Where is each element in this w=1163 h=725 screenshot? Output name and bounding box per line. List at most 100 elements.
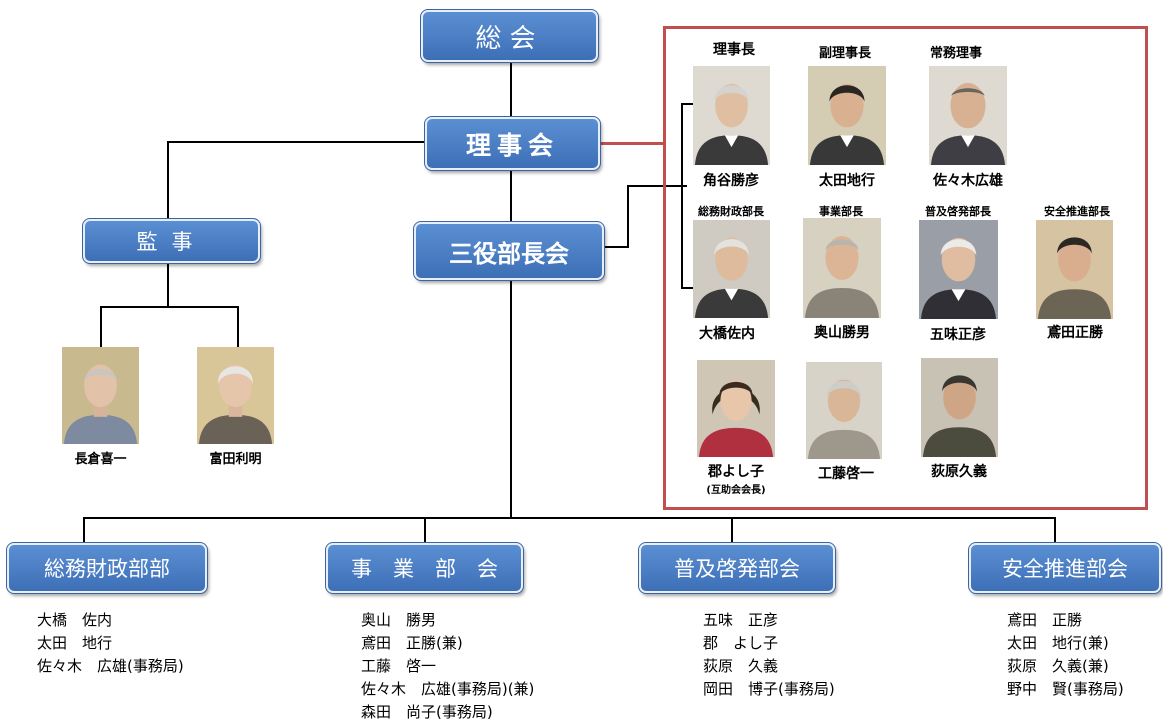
executive-name-3: 佐々木広雄: [933, 173, 1003, 189]
list-item: 森田 尚子(事務局): [361, 703, 493, 721]
general-assembly-label: 総会: [475, 23, 544, 54]
head-photo-3: [919, 220, 998, 319]
executive-role-1: 理事長: [713, 42, 755, 58]
list-item: 野中 賢(事務局): [1007, 680, 1124, 698]
connector-line: [510, 170, 512, 222]
auditor-label: 監事: [136, 230, 207, 254]
head-role-2: 事業部長: [819, 205, 863, 218]
list-item: 太田 地行(兼): [1007, 634, 1109, 652]
division-box-4[interactable]: 安全推進部会: [968, 542, 1162, 594]
division-box-1[interactable]: 総務財政部部: [6, 542, 208, 594]
member-photo-1: [697, 360, 775, 457]
person-icon: [693, 220, 770, 318]
person-icon: [1036, 220, 1113, 319]
board-members-frame: [663, 26, 1148, 510]
list-item: 大橋 佐内: [37, 611, 113, 629]
connector-line: [167, 263, 169, 308]
list-item: 岡田 博子(事務局): [703, 680, 835, 698]
person-icon: [919, 220, 998, 319]
list-item: 荻原 久義(兼): [1007, 657, 1109, 675]
list-item: 佐々木 広雄(事務局)(兼): [361, 680, 535, 698]
head-name-2: 奥山勝男: [814, 325, 870, 341]
list-item: 郡 よし子: [703, 634, 779, 652]
person-icon: [693, 66, 770, 165]
connector-line: [424, 517, 426, 543]
connector-line: [731, 517, 733, 543]
person-icon: [921, 358, 998, 457]
connector-line: [83, 517, 1056, 519]
auditor-photo-2: [197, 347, 274, 444]
board-highlight-link: [600, 142, 666, 145]
head-role-3: 普及啓発部長: [925, 205, 991, 218]
auditor-name-2: 富田利明: [209, 452, 262, 467]
connector-line: [167, 141, 426, 143]
member-name-2: 工藤啓一: [818, 466, 874, 482]
person-icon: [62, 347, 139, 444]
person-icon: [803, 218, 881, 318]
division-box-3[interactable]: 普及啓発部会: [638, 542, 836, 594]
connector-line: [1054, 517, 1056, 543]
connector-line: [627, 185, 629, 248]
person-icon: [806, 362, 882, 459]
member-photo-3: [921, 358, 998, 457]
person-icon: [197, 347, 274, 444]
member-photo-2: [806, 362, 882, 459]
division-members-4: 鳶田 正勝 太田 地行(兼) 荻原 久義(兼) 野中 賢(事務局): [1007, 609, 1124, 701]
executive-role-3: 常務理事: [929, 46, 982, 61]
connector-line: [510, 62, 512, 117]
three-heads-label: 三役部長会: [449, 239, 569, 268]
division-label-4: 安全推進部会: [1002, 557, 1128, 581]
connector-line: [100, 306, 239, 308]
connector-line: [100, 306, 102, 348]
executive-name-2: 太田地行: [819, 173, 875, 189]
division-members-2: 奥山 勝男 鳶田 正勝(兼) 工藤 啓一 佐々木 広雄(事務局)(兼) 森田 尚…: [361, 609, 534, 724]
connector-line: [681, 103, 693, 105]
three-heads-box[interactable]: 三役部長会: [413, 221, 605, 281]
head-name-1: 大橋佐内: [699, 326, 755, 342]
connector-line: [681, 287, 693, 289]
division-label-2: 事 業 部 会: [351, 557, 498, 581]
connector-line: [83, 517, 85, 543]
division-label-3: 普及啓発部会: [674, 557, 800, 581]
person-icon: [929, 66, 1007, 165]
head-photo-2: [803, 218, 881, 318]
head-name-4: 鳶田正勝: [1047, 325, 1103, 341]
executive-photo-3: [929, 66, 1007, 165]
head-photo-1: [693, 220, 770, 318]
head-role-4: 安全推進部長: [1044, 205, 1110, 218]
executive-photo-2: [808, 66, 886, 165]
list-item: 佐々木 広雄(事務局): [37, 657, 184, 675]
list-item: 工藤 啓一: [361, 657, 437, 675]
list-item: 五味 正彦: [703, 611, 779, 629]
connector-line: [167, 141, 169, 219]
executive-role-2: 副理事長: [818, 46, 871, 61]
member-note-1: (互助会会長): [706, 485, 766, 496]
member-name-3: 荻原久義: [931, 464, 987, 480]
list-item: 荻原 久義: [703, 657, 779, 675]
list-item: 太田 地行: [37, 634, 113, 652]
member-name-1: 郡よし子: [708, 464, 764, 480]
division-members-3: 五味 正彦 郡 よし子 荻原 久義 岡田 博子(事務局): [703, 609, 835, 701]
head-name-3: 五味正彦: [930, 327, 986, 343]
list-item: 鳶田 正勝: [1007, 611, 1083, 629]
list-item: 奥山 勝男: [361, 611, 437, 629]
connector-line: [237, 306, 239, 348]
head-photo-4: [1036, 220, 1113, 319]
division-members-1: 大橋 佐内 太田 地行 佐々木 広雄(事務局): [37, 609, 184, 678]
head-role-1: 総務財政部長: [698, 205, 764, 218]
division-label-1: 総務財政部部: [44, 557, 170, 581]
board-label: 理事会: [465, 130, 559, 160]
connector-line: [604, 246, 628, 248]
person-icon: [697, 360, 775, 457]
connector-line: [681, 103, 683, 288]
auditor-name-1: 長倉喜一: [74, 452, 127, 467]
board-box[interactable]: 理事会: [424, 116, 601, 171]
auditor-box[interactable]: 監事: [82, 218, 261, 264]
connector-line: [627, 185, 687, 187]
auditor-photo-1: [62, 347, 139, 444]
division-box-2[interactable]: 事 業 部 会: [325, 542, 524, 594]
connector-line: [510, 280, 512, 518]
person-icon: [808, 66, 886, 165]
general-assembly-box[interactable]: 総会: [420, 9, 599, 63]
executive-name-1: 角谷勝彦: [703, 173, 759, 189]
